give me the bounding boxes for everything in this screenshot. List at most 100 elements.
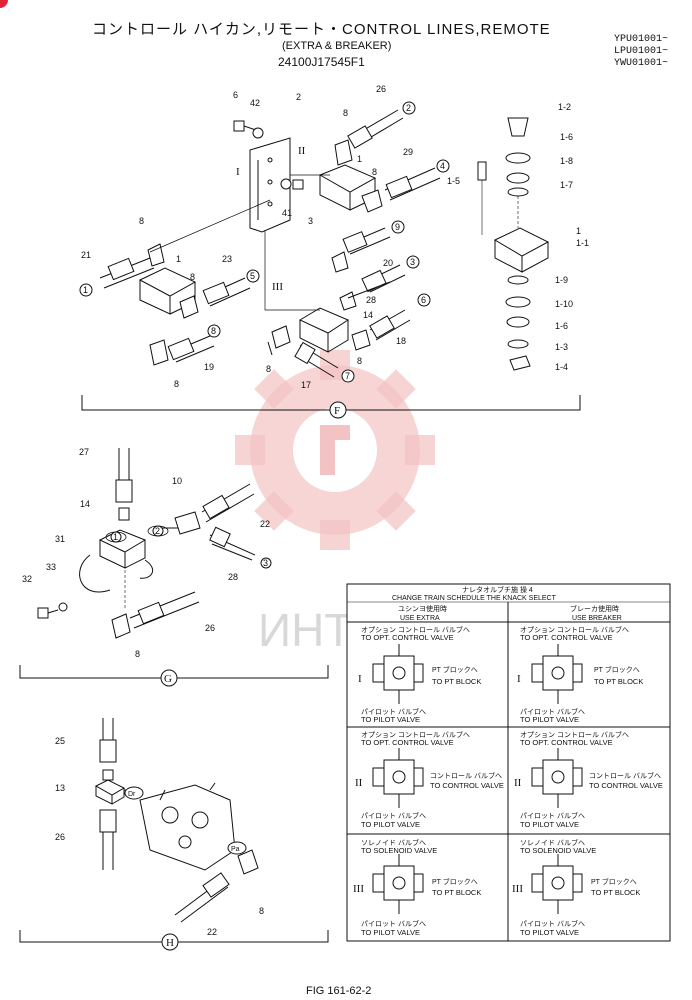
callout: 1-6: [560, 132, 573, 142]
selection-table-text: ナレタオルブチ施 操 4 CHANGE TRAIN SCHEDULE THE K…: [353, 585, 663, 937]
col-breaker: USE BREAKER: [572, 615, 622, 622]
svg-text:1: 1: [113, 532, 118, 542]
callout: 20: [383, 258, 393, 268]
svg-text:コントロール バルブへ: コントロール バルブへ: [589, 771, 661, 780]
col-extra: USE EXTRA: [400, 615, 440, 622]
svg-text:パイロット バルブへ: パイロット バルブへ: [520, 919, 585, 928]
section-g-port-marker-labels: 1 2 3: [113, 526, 268, 568]
svg-text:3: 3: [410, 257, 415, 267]
svg-text:31: 31: [55, 534, 65, 544]
callout: 1: [357, 154, 362, 164]
svg-text:13: 13: [55, 783, 65, 793]
callout: 18: [396, 336, 406, 346]
svg-text:Dr: Dr: [128, 791, 136, 798]
callout: 19: [204, 362, 214, 372]
callout: 1-1: [576, 238, 589, 248]
svg-text:PT ブロックへ: PT ブロックへ: [594, 665, 640, 674]
row-roman: III: [353, 883, 364, 895]
svg-text:2: 2: [406, 103, 411, 113]
svg-text:26: 26: [55, 832, 65, 842]
callout: 8: [174, 379, 179, 389]
callout: 1-6: [555, 321, 568, 331]
svg-text:9: 9: [395, 222, 400, 232]
callout: 8: [372, 167, 377, 177]
svg-text:TO PILOT VALVE: TO PILOT VALVE: [520, 928, 579, 937]
selection-table: [346, 583, 671, 942]
svg-text:ソレノイド バルブへ: ソレノイド バルブへ: [361, 838, 426, 847]
svg-text:22: 22: [207, 927, 217, 937]
corner-mark: [0, 0, 8, 8]
svg-text:7: 7: [345, 371, 350, 381]
callout: 23: [222, 254, 232, 264]
svg-text:TO OPT. CONTROL VALVE: TO OPT. CONTROL VALVE: [520, 738, 613, 747]
svg-text:オプション コントロール バルブへ: オプション コントロール バルブへ: [361, 730, 470, 739]
row-roman: III: [512, 883, 523, 895]
section-marker-f: [329, 401, 347, 419]
svg-text:パイロット バルブへ: パイロット バルブへ: [520, 707, 585, 716]
svg-text:TO PILOT VALVE: TO PILOT VALVE: [361, 715, 420, 724]
callout: 1-10: [555, 299, 573, 309]
valve-icon-r2-breaker: [531, 748, 583, 808]
page-title: コントロール ハイカン,リモート・CONTROL LINES,REMOTE: [92, 21, 551, 38]
roman-label: I: [236, 166, 240, 178]
row-roman: I: [517, 673, 521, 685]
callout: 3: [308, 216, 313, 226]
section-h-assembly: [19, 718, 329, 943]
section-g-port-markers: [110, 525, 272, 569]
row-roman: II: [355, 777, 363, 789]
col-breaker-jp: ブレーカ使用時: [570, 604, 619, 613]
section-f-callouts: 6 42 2 26 8 1 29 8 1-2 1-6 1-8 1-7 1-5 1…: [81, 84, 589, 390]
svg-text:TO PILOT VALVE: TO PILOT VALVE: [361, 820, 420, 829]
valve-icon-r2-extra: [372, 748, 424, 808]
svg-text:パイロット バルブへ: パイロット バルブへ: [520, 811, 585, 820]
callout: 42: [250, 98, 260, 108]
svg-text:PT ブロックへ: PT ブロックへ: [432, 665, 478, 674]
svg-text:パイロット バルブへ: パイロット バルブへ: [361, 919, 426, 928]
svg-text:26: 26: [205, 623, 215, 633]
svg-text:TO PT BLOCK: TO PT BLOCK: [591, 888, 640, 897]
svg-text:3: 3: [263, 558, 268, 568]
svg-text:10: 10: [172, 476, 182, 486]
valve-icon-r1-extra: [372, 644, 424, 704]
svg-text:TO SOLENOID VALVE: TO SOLENOID VALVE: [361, 846, 437, 855]
svg-text:コントロール バルブへ: コントロール バルブへ: [430, 771, 502, 780]
svg-text:22: 22: [260, 519, 270, 529]
svg-text:TO PILOT VALVE: TO PILOT VALVE: [520, 820, 579, 829]
svg-text:パイロット バルブへ: パイロット バルブへ: [361, 707, 426, 716]
row-roman: II: [514, 777, 522, 789]
svg-text:Pa: Pa: [231, 846, 240, 853]
svg-text:28: 28: [228, 572, 238, 582]
callout: 8: [343, 108, 348, 118]
valve-icon-r1-breaker: [531, 644, 583, 704]
svg-text:オプション コントロール バルブへ: オプション コントロール バルブへ: [361, 625, 470, 634]
row-roman: I: [358, 673, 362, 685]
svg-text:TO CONTROL VALVE: TO CONTROL VALVE: [430, 781, 504, 790]
svg-text:TO OPT. CONTROL VALVE: TO OPT. CONTROL VALVE: [361, 738, 454, 747]
section-f-assembly: [81, 109, 581, 411]
svg-text:オプション コントロール バルブへ: オプション コントロール バルブへ: [520, 625, 629, 634]
callout: 17: [301, 380, 311, 390]
section-label-h: H: [166, 937, 174, 949]
watermark-gear-icon: [235, 350, 435, 550]
section-f-port-markers: [79, 101, 450, 383]
figure-caption: FIG 161-62-2: [306, 985, 372, 997]
callout: 1-4: [555, 362, 568, 372]
callout: 1-3: [555, 342, 568, 352]
callout: 1-8: [560, 156, 573, 166]
callout: 8: [190, 272, 195, 282]
svg-text:TO PT BLOCK: TO PT BLOCK: [594, 677, 643, 686]
svg-text:25: 25: [55, 736, 65, 746]
svg-text:5: 5: [250, 271, 255, 281]
svg-text:8: 8: [135, 649, 140, 659]
valve-icon-r3-breaker: [531, 854, 583, 914]
svg-text:14: 14: [80, 499, 90, 509]
callout: 14: [363, 310, 373, 320]
svg-text:パイロット バルブへ: パイロット バルブへ: [361, 811, 426, 820]
part-number: 24100J17545F1: [278, 55, 365, 69]
section-label-g: G: [164, 673, 172, 685]
serial-range-2: LPU01001~: [614, 46, 669, 57]
section-h-callouts: 25 13 26 8 22: [55, 736, 264, 937]
svg-text:TO PILOT VALVE: TO PILOT VALVE: [520, 715, 579, 724]
svg-text:PT ブロックへ: PT ブロックへ: [591, 877, 637, 886]
